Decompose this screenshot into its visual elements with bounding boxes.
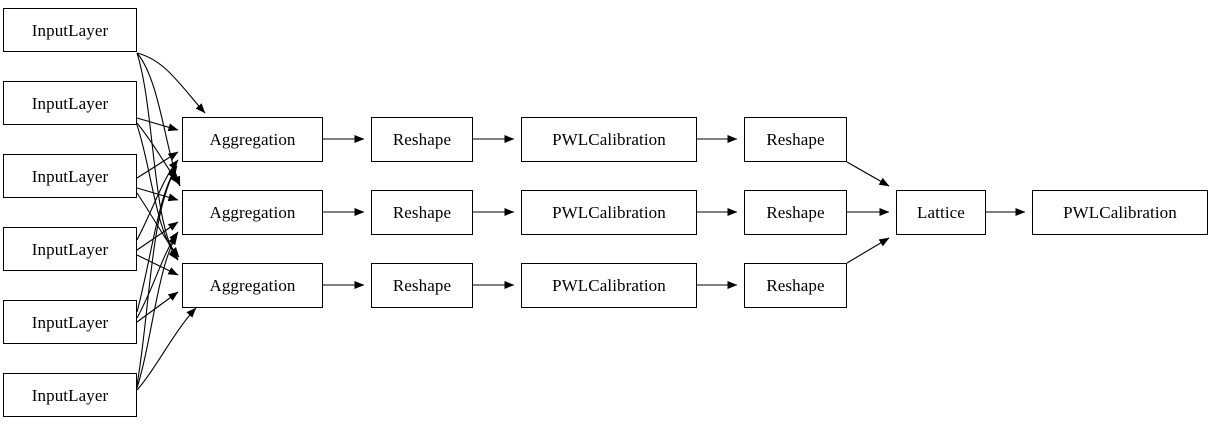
node-in3[interactable]: InputLayer: [3, 154, 137, 198]
edge-in4-to-agg1: [136, 159, 179, 241]
node-label: InputLayer: [31, 312, 109, 332]
node-label: Reshape: [766, 203, 825, 222]
node-label: Aggregation: [209, 276, 296, 295]
node-label: InputLayer: [31, 239, 109, 259]
edge-in1-to-agg2: [136, 52, 181, 187]
edge-in5-to-agg3: [136, 291, 179, 323]
edge-rs3b-to-lattice: [846, 237, 890, 264]
node-in2[interactable]: InputLayer: [3, 81, 137, 125]
node-pwlout[interactable]: PWLCalibration: [1032, 190, 1208, 235]
node-pwl3[interactable]: PWLCalibration: [521, 263, 697, 308]
node-label: Reshape: [392, 203, 452, 222]
node-rs3b[interactable]: Reshape: [744, 263, 847, 308]
edge-in6-to-agg3: [136, 307, 197, 391]
edge-in4-to-agg3: [136, 254, 179, 276]
node-label: InputLayer: [31, 166, 109, 186]
edge-in3-to-agg3: [136, 192, 180, 258]
node-label: InputLayer: [31, 20, 109, 40]
edge-in6-to-agg1: [136, 167, 177, 386]
node-label: InputLayer: [31, 93, 109, 113]
node-label: Lattice: [917, 203, 965, 222]
node-label: PWLCalibration: [552, 130, 666, 149]
edge-rs1b-to-lattice: [846, 161, 890, 187]
edge-in4-to-agg2: [136, 221, 179, 251]
node-label: PWLCalibration: [1063, 203, 1177, 222]
edge-in2-to-agg3: [136, 124, 179, 260]
node-rs1b[interactable]: Reshape: [744, 117, 847, 162]
node-label: Reshape: [392, 276, 452, 295]
edge-in3-to-agg1: [136, 151, 179, 179]
node-in5[interactable]: InputLayer: [3, 300, 137, 344]
node-rs2a[interactable]: Reshape: [371, 190, 473, 235]
node-label: Reshape: [766, 130, 825, 149]
node-label: Reshape: [766, 276, 825, 295]
node-agg3[interactable]: Aggregation: [182, 263, 323, 308]
edge-in3-to-agg2: [136, 187, 179, 202]
node-lattice[interactable]: Lattice: [896, 190, 986, 235]
node-label: PWLCalibration: [552, 203, 666, 222]
node-label: PWLCalibration: [552, 276, 666, 295]
node-agg1[interactable]: Aggregation: [182, 117, 323, 162]
node-rs2b[interactable]: Reshape: [744, 190, 847, 235]
edge-in1-to-agg1: [136, 52, 206, 114]
node-rs3a[interactable]: Reshape: [371, 263, 473, 308]
edge-in5-to-agg2: [136, 231, 179, 319]
node-pwl2[interactable]: PWLCalibration: [521, 190, 697, 235]
node-in6[interactable]: InputLayer: [3, 373, 137, 417]
edge-in2-to-agg1: [136, 117, 179, 132]
node-label: InputLayer: [31, 385, 109, 405]
node-label: Reshape: [392, 130, 452, 149]
node-pwl1[interactable]: PWLCalibration: [521, 117, 697, 162]
node-rs1a[interactable]: Reshape: [371, 117, 473, 162]
edge-in1-to-agg3: [136, 52, 179, 261]
node-agg2[interactable]: Aggregation: [182, 190, 323, 235]
node-in1[interactable]: InputLayer: [3, 8, 137, 52]
edge-in2-to-agg2: [136, 122, 180, 185]
edge-in6-to-agg2: [136, 234, 178, 389]
node-in4[interactable]: InputLayer: [3, 227, 137, 271]
node-label: Aggregation: [209, 130, 296, 149]
edge-in5-to-agg1: [136, 165, 178, 313]
node-label: Aggregation: [209, 203, 296, 222]
